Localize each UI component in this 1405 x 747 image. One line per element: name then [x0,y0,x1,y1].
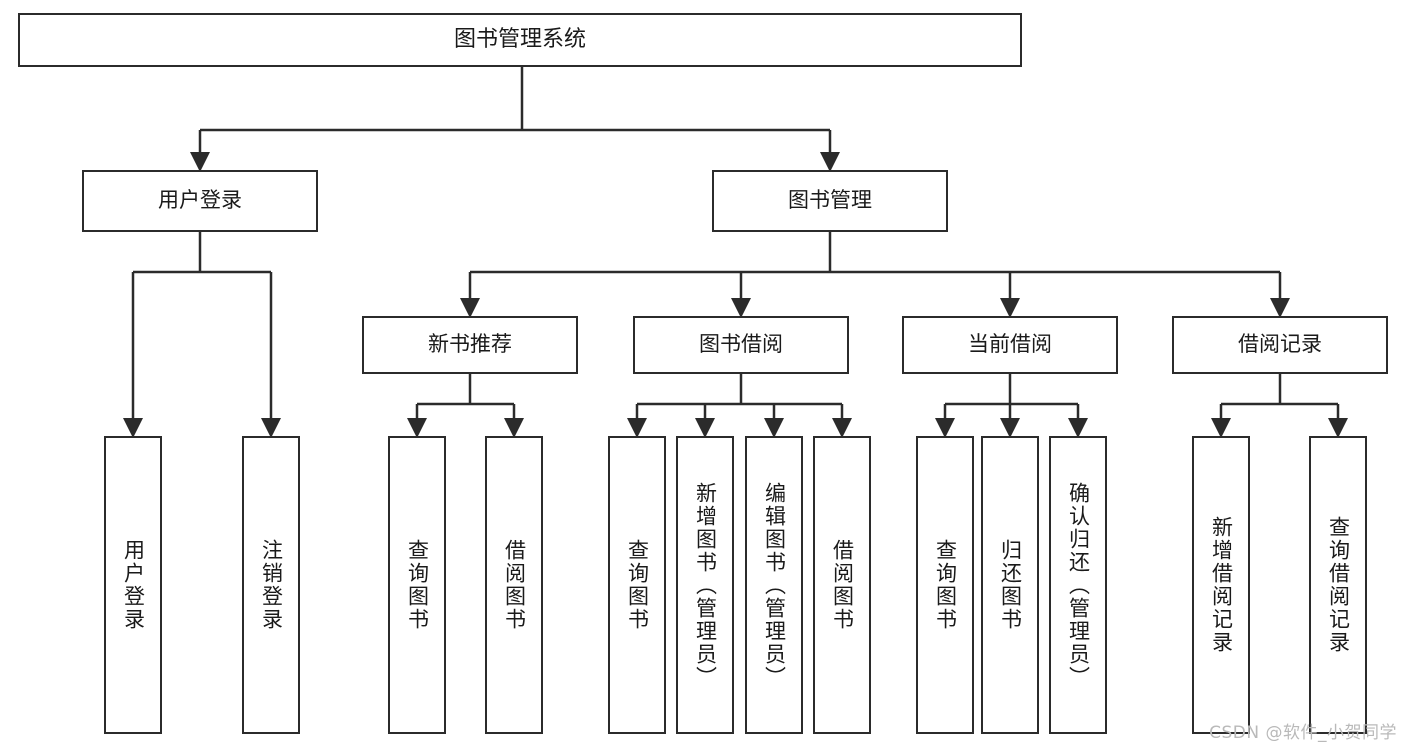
node-leaf-confirm-return[interactable]: 确认归还（管理员） [1049,436,1107,734]
node-leaf-query-book-2[interactable]: 查询图书 [608,436,666,734]
node-leaf-borrow-book-2-label: 借阅图书 [830,539,855,631]
node-leaf-logout-label: 注销登录 [259,539,284,631]
node-leaf-borrow-book-2[interactable]: 借阅图书 [813,436,871,734]
node-leaf-user-login[interactable]: 用户登录 [104,436,162,734]
node-user-login-label: 用户登录 [158,188,242,213]
node-leaf-borrow-book-1[interactable]: 借阅图书 [485,436,543,734]
node-leaf-query-record[interactable]: 查询借阅记录 [1309,436,1367,734]
node-root[interactable]: 图书管理系统 [18,13,1022,67]
node-book-borrow-label: 图书借阅 [699,332,783,357]
node-current-borrow-label: 当前借阅 [968,332,1052,357]
node-borrow-record[interactable]: 借阅记录 [1172,316,1388,374]
node-new-book-rec-label: 新书推荐 [428,332,512,357]
node-leaf-logout[interactable]: 注销登录 [242,436,300,734]
node-book-manage-label: 图书管理 [788,188,872,213]
node-leaf-query-book-2-label: 查询图书 [625,539,650,631]
node-leaf-add-book-label: 新增图书（管理员） [693,481,718,689]
node-leaf-add-book[interactable]: 新增图书（管理员） [676,436,734,734]
node-leaf-edit-book-label: 编辑图书（管理员） [762,481,787,689]
node-leaf-query-record-label: 查询借阅记录 [1326,516,1351,654]
node-leaf-query-book-3[interactable]: 查询图书 [916,436,974,734]
node-leaf-add-record-label: 新增借阅记录 [1209,516,1234,654]
node-leaf-add-record[interactable]: 新增借阅记录 [1192,436,1250,734]
node-current-borrow[interactable]: 当前借阅 [902,316,1118,374]
node-leaf-return-book[interactable]: 归还图书 [981,436,1039,734]
node-new-book-rec[interactable]: 新书推荐 [362,316,578,374]
node-leaf-confirm-return-label: 确认归还（管理员） [1066,481,1091,689]
node-leaf-query-book-3-label: 查询图书 [933,539,958,631]
node-leaf-user-login-label: 用户登录 [121,539,146,631]
node-leaf-query-book-1[interactable]: 查询图书 [388,436,446,734]
node-leaf-return-book-label: 归还图书 [998,539,1023,631]
node-leaf-borrow-book-1-label: 借阅图书 [502,539,527,631]
node-borrow-record-label: 借阅记录 [1238,332,1322,357]
node-leaf-edit-book[interactable]: 编辑图书（管理员） [745,436,803,734]
node-root-label: 图书管理系统 [453,27,586,53]
node-user-login[interactable]: 用户登录 [82,170,318,232]
node-book-borrow[interactable]: 图书借阅 [633,316,849,374]
watermark: CSDN @软件_小贺同学 [1209,723,1397,743]
node-book-manage[interactable]: 图书管理 [712,170,948,232]
node-leaf-query-book-1-label: 查询图书 [405,539,430,631]
